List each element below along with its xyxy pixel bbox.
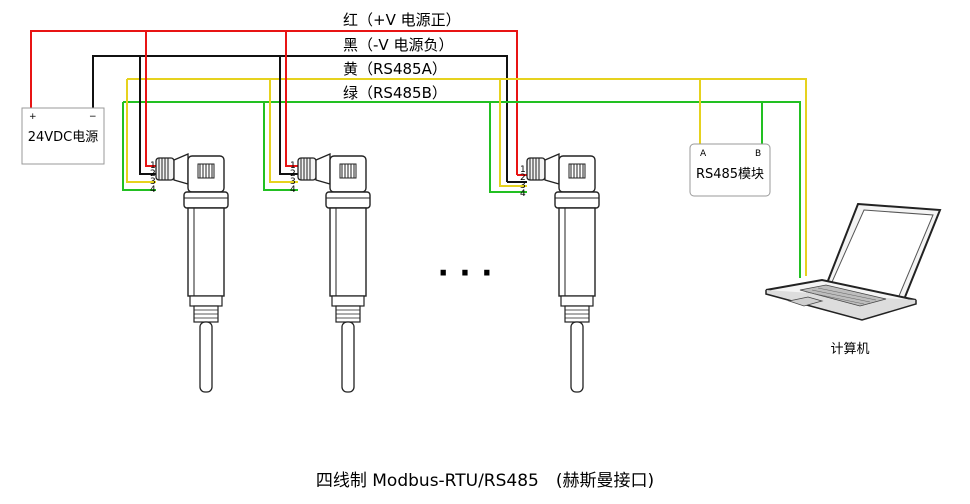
green-bus-wire: [123, 101, 801, 278]
pin-4: 4: [150, 185, 156, 195]
pin-1: 1: [520, 165, 526, 175]
rs485-module: A B RS485模块: [689, 143, 771, 197]
power-label: 24VDC电源: [28, 130, 99, 145]
legend-green: 绿（RS485B）: [343, 84, 447, 102]
power-supply: + − 24VDC电源: [21, 107, 105, 165]
pin-3: 3: [290, 177, 296, 187]
black-bus-wire: [92, 55, 508, 182]
pin-4: 4: [520, 189, 526, 199]
sensor-2: [297, 153, 371, 393]
power-minus: −: [89, 112, 97, 122]
yellow-bus-wire: [127, 78, 807, 276]
diagram-caption: 四线制 Modbus-RTU/RS485 (赫斯曼接口): [315, 471, 655, 491]
pin-labels-sensor-2: 1 2 3 4: [290, 161, 296, 195]
pin-2: 2: [520, 173, 526, 183]
pin-1: 1: [150, 161, 156, 171]
pin-3: 3: [150, 177, 156, 187]
sensor-3: [526, 153, 600, 393]
computer-label: 计算机: [830, 342, 869, 357]
power-plus: +: [29, 112, 37, 122]
sensor-1: [155, 153, 229, 393]
pin-3: 3: [520, 181, 526, 191]
pin-2: 2: [150, 169, 156, 179]
laptop-icon: [765, 202, 942, 321]
pin-4: 4: [290, 185, 296, 195]
pin-labels-sensor-1: 1 2 3 4: [150, 161, 156, 195]
more-sensors-ellipsis: · · ·: [437, 256, 492, 291]
legend-red: 红（+V 电源正）: [343, 11, 461, 29]
pin-labels-sensor-3: 1 2 3 4: [520, 165, 526, 199]
module-b-label: B: [755, 149, 761, 159]
legend-yellow: 黄（RS485A）: [343, 60, 447, 78]
pin-1: 1: [290, 161, 296, 171]
module-a-label: A: [700, 149, 707, 159]
pin-2: 2: [290, 169, 296, 179]
module-label: RS485模块: [696, 167, 764, 182]
legend-black: 黑（-V 电源负）: [343, 36, 453, 54]
